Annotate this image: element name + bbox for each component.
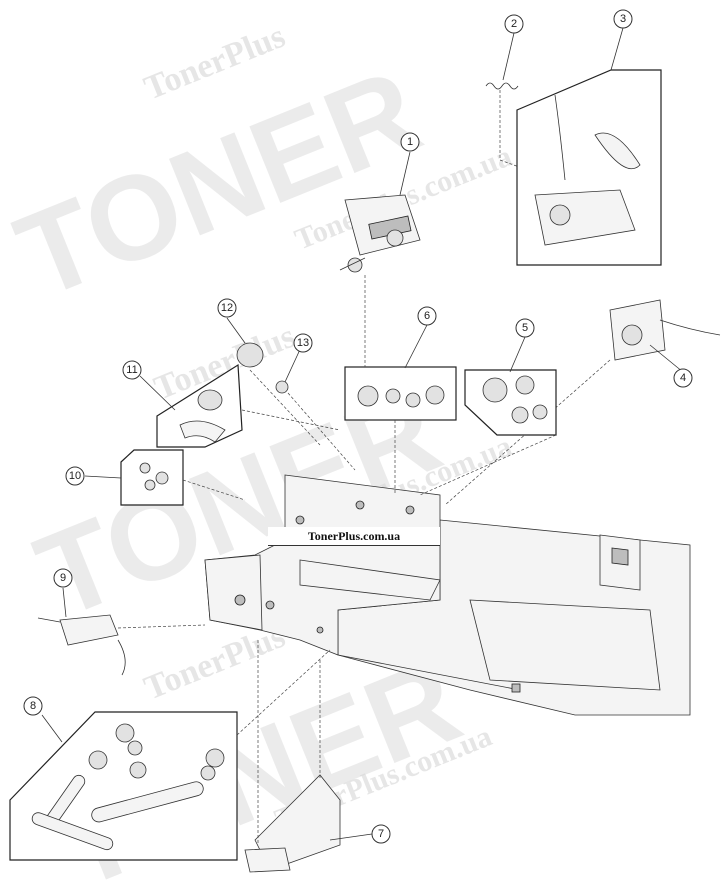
callout-1: 1: [400, 132, 420, 152]
callout-2: 2: [504, 14, 524, 34]
callout-13: 13: [293, 333, 313, 353]
callout-4-label: 4: [680, 372, 686, 384]
part-4-motor: [444, 299, 721, 506]
callout-4: 4: [673, 368, 693, 388]
part-11-box: [156, 363, 341, 448]
part-2-spring: [485, 82, 556, 181]
callout-2-label: 2: [511, 18, 517, 30]
part-13-gear: [275, 380, 356, 471]
callout-8-label: 8: [30, 700, 36, 712]
callout-7-label: 7: [378, 828, 384, 840]
base-frame: [337, 519, 691, 716]
callout-8: 8: [23, 696, 43, 716]
callout-9-label: 9: [60, 572, 66, 584]
callout-7: 7: [371, 824, 391, 844]
part-8-box: [9, 649, 331, 861]
part-9-sensor: [37, 614, 206, 676]
leader-lines: [41, 27, 684, 841]
part-12-roller: [236, 342, 321, 446]
callouts: 1 2 3 4 5 6 7 8: [23, 9, 693, 844]
site-label: TonerPlus.com.ua: [268, 527, 440, 546]
callout-6-label: 6: [424, 310, 430, 322]
callout-11: 11: [122, 360, 142, 380]
watermark-brand-1: TONER: [0, 43, 437, 324]
part-6-box: [344, 275, 457, 495]
part-10-box: [120, 449, 246, 506]
callout-13-label: 13: [297, 337, 309, 349]
callout-11-label: 11: [126, 364, 137, 376]
callout-3-label: 3: [620, 13, 626, 25]
callout-5: 5: [515, 318, 535, 338]
callout-3: 3: [613, 9, 633, 29]
callout-5-label: 5: [522, 322, 528, 334]
part-5-box: [419, 369, 557, 496]
callout-12-label: 12: [221, 302, 233, 314]
part-3-box: [516, 69, 662, 266]
part-7-guide: [244, 640, 341, 873]
callout-1-label: 1: [407, 136, 413, 148]
callout-10: 10: [65, 466, 85, 486]
callout-12: 12: [217, 298, 237, 318]
side-frame: [204, 474, 441, 656]
part-1-pick-assembly: [339, 194, 421, 273]
callout-10-label: 10: [69, 470, 81, 482]
callout-9: 9: [53, 568, 73, 588]
callout-6: 6: [417, 306, 437, 326]
